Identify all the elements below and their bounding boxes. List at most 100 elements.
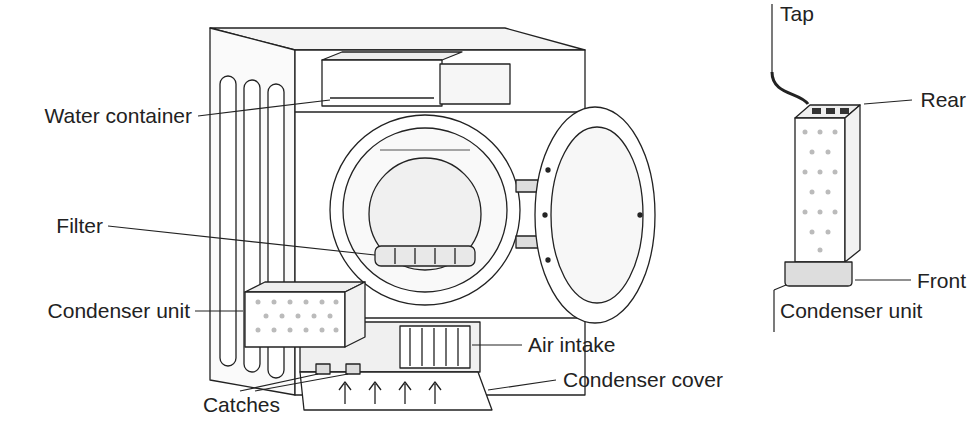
condenser-unit-detail xyxy=(810,150,815,155)
dryer-body xyxy=(295,111,585,112)
leader-lines xyxy=(771,4,772,72)
drum xyxy=(369,158,481,270)
leader-lines xyxy=(472,344,522,345)
condenser-unit-drawn xyxy=(256,300,261,305)
door xyxy=(546,258,550,262)
water-container-drawer xyxy=(330,97,434,98)
condenser-compartment xyxy=(421,328,422,366)
condenser-cover-flap xyxy=(399,382,411,404)
condenser-cover-flap xyxy=(316,364,330,374)
condenser-unit-detail xyxy=(810,230,815,235)
condenser-unit-drawn xyxy=(328,314,333,319)
condenser-unit-detail xyxy=(795,118,845,262)
condenser-unit-drawn xyxy=(256,300,339,333)
part-label: Front xyxy=(917,269,966,292)
drum xyxy=(380,149,470,150)
condenser-cover-flap xyxy=(429,382,441,404)
leader-lines xyxy=(774,285,786,290)
condenser-unit-drawn xyxy=(288,300,293,305)
leader-lines xyxy=(488,380,556,390)
condenser-unit-drawn xyxy=(320,300,325,305)
dryer-drawing xyxy=(108,4,912,410)
filter-insert xyxy=(394,248,395,264)
condenser-unit-drawn xyxy=(288,328,293,333)
condenser-cover-flap xyxy=(346,364,360,374)
leader-lines xyxy=(108,226,375,255)
condenser-unit-drawn xyxy=(272,300,277,305)
door xyxy=(535,107,655,323)
filter-insert xyxy=(414,248,415,264)
condenser-unit-drawn xyxy=(312,314,317,319)
condenser-unit-detail xyxy=(826,108,835,114)
condenser-cover-flap xyxy=(369,382,381,404)
condenser-unit-drawn xyxy=(320,328,325,333)
condenser-unit-detail xyxy=(803,170,808,175)
condenser-unit-detail xyxy=(772,72,860,286)
filter-insert xyxy=(375,246,475,266)
part-label: Catches xyxy=(203,393,280,416)
leader-lines xyxy=(198,100,330,116)
condenser-compartment xyxy=(457,328,458,366)
condenser-unit-detail xyxy=(833,170,838,175)
part-label: Air intake xyxy=(528,333,616,356)
leader-lines xyxy=(855,279,911,280)
condenser-unit-detail xyxy=(803,130,838,253)
door xyxy=(516,180,538,192)
water-container-drawer xyxy=(322,60,442,106)
condenser-compartment xyxy=(445,328,446,366)
drum xyxy=(343,128,507,292)
leader-lines xyxy=(773,290,774,332)
condenser-cover-flap xyxy=(339,382,351,404)
door xyxy=(551,127,643,303)
water-container-drawer xyxy=(322,52,462,60)
condenser-unit-detail xyxy=(818,210,823,215)
condenser-unit-drawn xyxy=(304,300,309,305)
drum xyxy=(330,115,520,305)
condenser-unit-detail xyxy=(833,210,838,215)
leader-lines xyxy=(864,100,912,104)
condenser-unit-detail xyxy=(818,130,823,135)
part-label: Condenser cover xyxy=(563,368,723,391)
leader-lines xyxy=(195,310,243,311)
door xyxy=(516,236,538,248)
part-label: Filter xyxy=(56,214,103,237)
part-label: Condenser unit xyxy=(48,299,190,322)
condenser-compartment xyxy=(409,328,410,366)
part-label: Water container xyxy=(45,104,192,127)
part-label: Condenser unit xyxy=(780,299,922,322)
leader-lines xyxy=(255,374,348,391)
condenser-unit-drawn xyxy=(345,282,365,347)
condenser-unit-detail xyxy=(818,170,823,175)
condenser-unit-detail xyxy=(845,105,860,262)
leader-lines xyxy=(240,374,318,391)
condenser-cover-flap xyxy=(300,364,492,410)
condenser-unit-detail xyxy=(833,130,838,135)
condenser-unit-drawn xyxy=(256,328,261,333)
water-container-drawer xyxy=(322,52,510,106)
condenser-unit-drawn xyxy=(245,292,345,347)
condenser-unit-drawn xyxy=(334,328,339,333)
door xyxy=(546,168,550,172)
condenser-compartment xyxy=(433,328,434,366)
filter-insert xyxy=(375,246,475,266)
condenser-unit-detail xyxy=(818,248,823,253)
water-container-drawer xyxy=(440,64,510,104)
condenser-unit-detail xyxy=(772,72,808,104)
door xyxy=(543,213,547,217)
door xyxy=(638,213,642,217)
condenser-unit-detail xyxy=(826,230,831,235)
filter-insert xyxy=(454,248,455,264)
condenser-unit-drawn xyxy=(264,314,269,319)
side-ribs xyxy=(220,76,236,366)
condenser-unit-detail xyxy=(803,130,808,135)
condenser-unit-drawn xyxy=(280,314,285,319)
condenser-unit-detail xyxy=(803,210,808,215)
condenser-unit-detail xyxy=(826,150,831,155)
door xyxy=(516,107,655,323)
condenser-unit-detail xyxy=(840,108,849,114)
part-label: Tap xyxy=(780,2,814,25)
drum xyxy=(330,115,520,305)
